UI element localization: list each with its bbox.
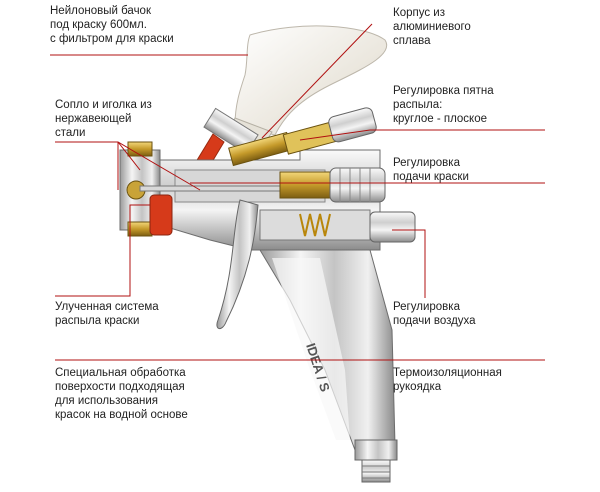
pattern-adjust-knob	[228, 107, 377, 167]
label-nozzle: Сопло и иголка из нержавеющей стали	[55, 99, 152, 139]
handle: IDEA / S	[259, 249, 396, 451]
label-paint-flow: Регулировка подачи краски	[393, 157, 469, 183]
trigger	[216, 199, 259, 329]
paint-flow-knob	[279, 167, 386, 203]
pattern-leader	[299, 129, 545, 141]
air-flow-leader	[392, 229, 426, 298]
spray-system-leader	[55, 204, 150, 297]
label-special-treatment: Специальная обработка поверхости подходя…	[55, 367, 188, 421]
leader-lines	[50, 23, 545, 361]
label-pattern: Регулировка пятна распыла: круглое - пло…	[393, 85, 494, 125]
label-tank: Нейлоновый бачок под краску 600мл. с фил…	[50, 5, 174, 45]
air-inlet-fitting	[354, 439, 398, 483]
label-spray-system: Улученная система распыла краски	[55, 301, 159, 327]
body-leader	[261, 23, 373, 139]
label-handle: Термоизоляционная рукоядка	[393, 367, 502, 393]
label-air-flow: Регулировка подачи воздуха	[393, 301, 476, 327]
air-valve	[259, 209, 416, 243]
label-body: Корпус из алюминиевого сплава	[393, 7, 471, 47]
